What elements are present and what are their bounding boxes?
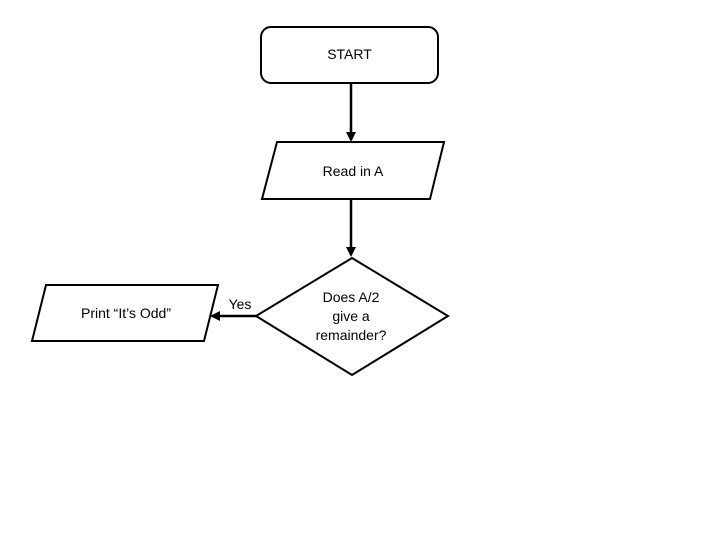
print-odd-node-label: Print “It’s Odd” [81,305,171,321]
decision-line-2: give a [332,308,370,324]
print-odd-node-shape [30,284,220,342]
decision-node-shape [254,256,450,377]
start-node-label: START [327,46,372,62]
read-node-label: Read in A [323,163,384,179]
start-node: START [260,26,439,84]
print-odd-node: Print “It’s Odd” [30,284,220,342]
start-node-shape [260,26,439,84]
decision-node: Does A/2 give a remainder? [254,256,450,377]
decision-line-1: Does A/2 [323,289,380,305]
edge-yes-label: Yes [229,296,252,312]
read-node: Read in A [260,141,446,200]
decision-line-3: remainder? [316,327,387,343]
read-node-shape [260,141,446,200]
